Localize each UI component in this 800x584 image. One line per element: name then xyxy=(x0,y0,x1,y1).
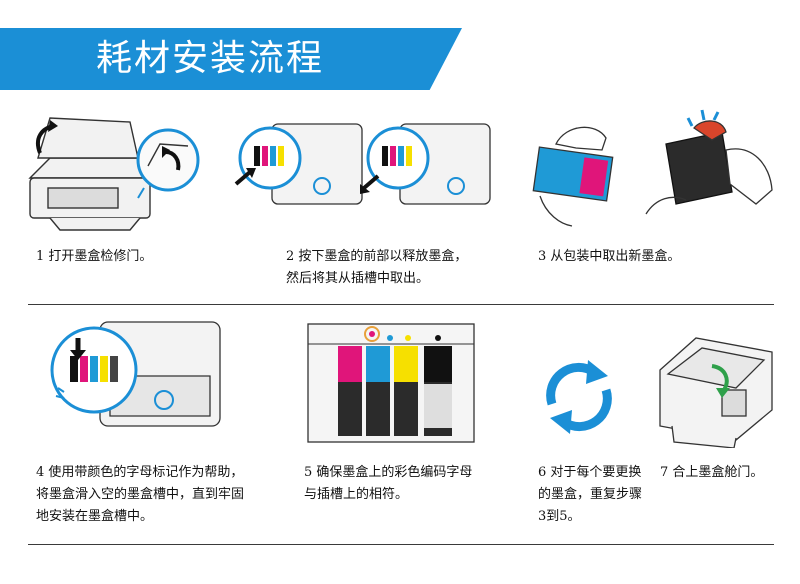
printer-open-door-icon xyxy=(20,108,200,238)
ink-unpack-icon xyxy=(526,104,776,232)
step-5-text: 5 确保墨盒上的彩色编码字母 与插槽上的相符。 xyxy=(304,465,473,502)
step-3-text: 3 从包装中取出新墨盒。 xyxy=(538,249,681,264)
ink-slots-icon xyxy=(306,316,476,446)
step-7-text: 7 合上墨盒舱门。 xyxy=(660,465,764,480)
ink-release-icon xyxy=(232,118,494,226)
header-banner xyxy=(0,28,462,90)
row-divider-2 xyxy=(28,544,774,545)
step-2-text: 2 按下墨盒的前部以释放墨盒， 然后将其从插槽中取出。 xyxy=(286,249,468,286)
ink-insert-icon xyxy=(40,316,226,446)
row-divider-1 xyxy=(28,304,774,305)
repeat-cycle-icon xyxy=(536,354,622,440)
step-1-text: 1 打开墨盒检修门。 xyxy=(36,249,153,264)
step-4-text: 4 使用带颜色的字母标记作为帮助， 将墨盒滑入空的墨盒槽中，直到牢固 地安装在墨… xyxy=(36,465,245,524)
step-6-text: 6 对于每个要更换 的墨盒，重复步骤 3到5。 xyxy=(538,465,643,524)
page-title: 耗材安装流程 xyxy=(96,38,325,79)
printer-close-door-icon xyxy=(652,330,780,448)
